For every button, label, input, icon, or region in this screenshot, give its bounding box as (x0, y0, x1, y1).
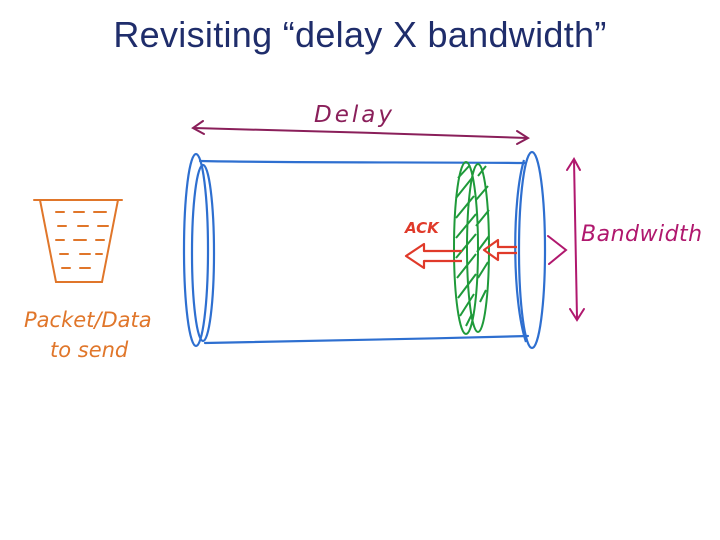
bandwidth-brace (547, 235, 568, 265)
slide-title: Revisiting “delay X bandwidth” (113, 14, 607, 55)
ack-label: ACK (404, 219, 440, 237)
ack-arrow (404, 242, 462, 270)
packet-disc (453, 161, 490, 335)
bucket-icon (33, 199, 123, 283)
delay-label: Delay (314, 102, 395, 128)
pipe (198, 159, 530, 345)
delay-arrow (191, 120, 530, 145)
pipe-left-end (182, 152, 216, 348)
packet-label-line2: to send (50, 338, 129, 362)
packet-label-line1: Packet/Data (24, 308, 152, 332)
bandwidth-label: Bandwidth (581, 222, 703, 247)
pipe-right-end (514, 150, 547, 350)
bandwidth-arrow (566, 157, 585, 322)
incoming-arrow (482, 238, 517, 262)
